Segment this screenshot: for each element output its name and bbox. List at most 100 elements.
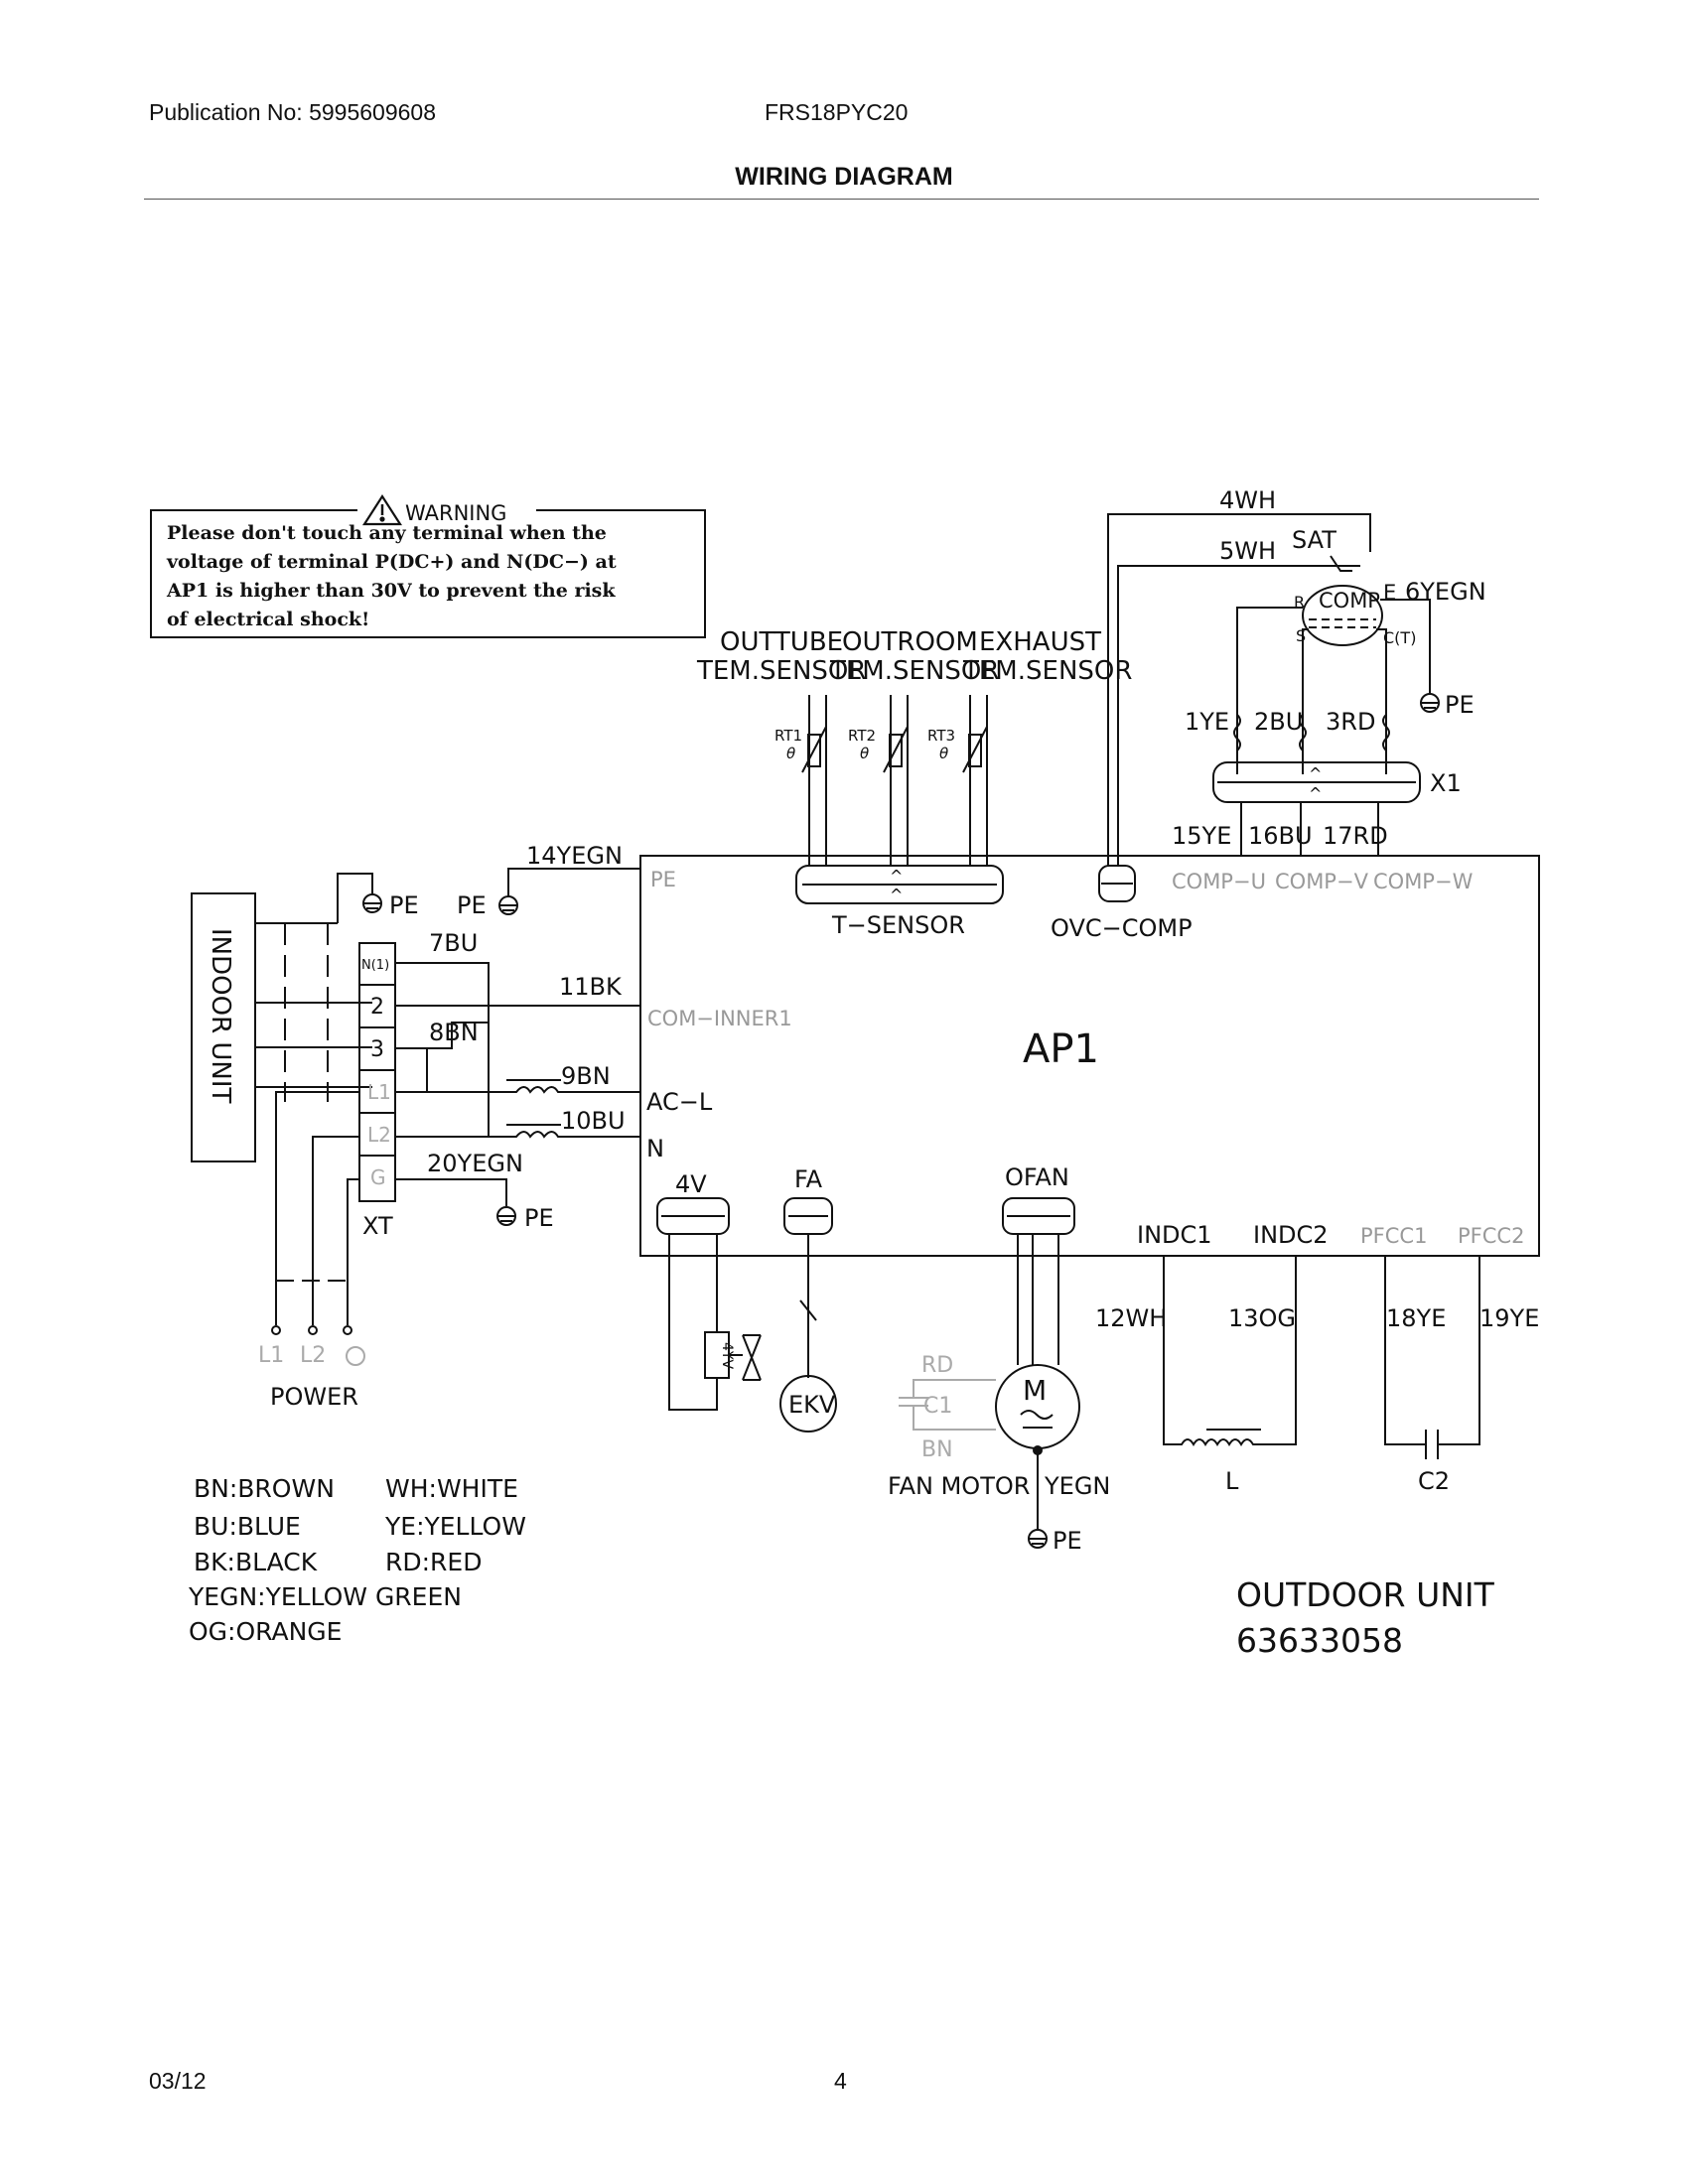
port-indc2: INDC2 (1253, 1221, 1329, 1249)
pe-label-2: PE (457, 891, 487, 919)
x1-label: X1 (1430, 769, 1462, 797)
port-indc1: INDC1 (1137, 1221, 1212, 1249)
comp-label: COMP (1319, 589, 1380, 613)
wire-16bu: 16BU (1248, 822, 1313, 850)
sat-label: SAT (1292, 526, 1336, 554)
port-com-inner1: COM−INNER1 (647, 1007, 792, 1030)
wire-11bk: 11BK (559, 973, 623, 1001)
wire-rd: RD (921, 1353, 953, 1378)
port-comp-w: COMP−W (1373, 870, 1474, 893)
port-comp-v: COMP−V (1275, 870, 1369, 893)
ground-icon (346, 1346, 365, 1366)
color-legend: BN:BROWN WH:WHITE BU:BLUE YE:YELLOW BK:B… (188, 1474, 526, 1646)
xt-terminal-block: N(1) 2 3 L1 L2 G XT PE 7BU 11BK 8BN 9BN … (271, 929, 640, 1335)
terminal-2: 2 (370, 995, 384, 1020)
outdoor-title: OUTDOOR UNIT (1236, 1575, 1495, 1614)
port-fa: FA (794, 1165, 823, 1193)
exhaust-sub: TEM.SENSOR (962, 656, 1132, 686)
header-rule (144, 199, 1539, 200)
compressor: COMP R S C(T) E 6YEGN PE 1YE 2BU 3RD ^ ^… (1172, 578, 1486, 856)
wire-13og: 13OG (1228, 1304, 1296, 1332)
comp-s: S (1296, 626, 1306, 645)
wire-bn: BN (921, 1437, 953, 1462)
comp-r: R (1294, 593, 1305, 612)
terminal-l1: L1 (367, 1080, 391, 1104)
legend-rd: RD:RED (385, 1548, 482, 1576)
outroom-sub: TEM.SENSOR (829, 656, 999, 686)
model-number: FRS18PYC20 (765, 99, 909, 125)
reactor-l: 12WH 13OG L (1095, 1256, 1297, 1495)
power-source: L1 L2 POWER (258, 1343, 365, 1411)
power-label: POWER (270, 1383, 358, 1411)
warning-line: AP1 is higher than 30V to prevent the ri… (167, 580, 616, 602)
port-pfcc2: PFCC2 (1458, 1224, 1524, 1248)
warning-line: of electrical shock! (167, 609, 370, 630)
outtube-label: OUTTUBE (720, 627, 843, 657)
sensor-rt3: RT3 θ (927, 695, 988, 866)
warning-line: voltage of terminal P(DC+) and N(DC−) at (167, 551, 617, 573)
port-ofan: OFAN (1005, 1163, 1069, 1191)
ovc-comp: OVC−COMP 4WH 5WH SAT (1051, 486, 1371, 942)
rt1-label: RT1 (774, 727, 802, 745)
indoor-unit: INDOOR UNIT PE PE 14YEGN (191, 842, 640, 1162)
svg-text:^: ^ (890, 867, 903, 886)
wire-14yegn: 14YEGN (526, 842, 623, 870)
warning-line: Please don't touch any terminal when the (167, 522, 607, 544)
port-pfcc1: PFCC1 (1360, 1224, 1427, 1248)
svg-text:^: ^ (1309, 764, 1322, 783)
wire-17rd: 17RD (1323, 822, 1388, 850)
legend-bk: BK:BLACK (194, 1548, 318, 1576)
svg-text:^: ^ (1309, 784, 1322, 803)
port-comp-u: COMP−U (1172, 870, 1266, 893)
exhaust-label: EXHAUST (979, 627, 1101, 657)
reactor-label: L (1225, 1467, 1239, 1495)
legend-bu: BU:BLUE (194, 1512, 301, 1541)
power-l1: L1 (258, 1343, 284, 1368)
four-yv-label: 4YV (719, 1342, 735, 1369)
xt-pe: PE (524, 1204, 554, 1232)
svg-text:^: ^ (890, 886, 903, 904)
wire-2bu: 2BU (1254, 708, 1303, 736)
expansion-valve: FA EKV (779, 1165, 837, 1433)
wire-9bn: 9BN (561, 1062, 611, 1090)
theta-icon: θ (786, 745, 795, 762)
publication-number: Publication No: 5995609608 (149, 99, 437, 125)
four-way-valve: 4V 4YV (656, 1170, 762, 1411)
c1-label: C1 (923, 1394, 952, 1419)
ap1-label: AP1 (1023, 1026, 1099, 1072)
sensor-rt1: RT1 θ (774, 695, 827, 866)
wire-8bn: 8BN (429, 1019, 479, 1046)
outdoor-part: 63633058 (1236, 1621, 1403, 1660)
wire-15ye: 15YE (1172, 822, 1231, 850)
warning-box: WARNING (150, 493, 706, 638)
power-l2: L2 (300, 1343, 326, 1368)
wire-6yegn: 6YEGN (1405, 578, 1486, 606)
wire-1ye: 1YE (1185, 708, 1229, 736)
warning-icon (361, 493, 403, 526)
wire-3rd: 3RD (1326, 708, 1375, 736)
theta-icon: θ (860, 745, 869, 762)
wire-18ye: 18YE (1386, 1304, 1446, 1332)
motor-m-label: M (1023, 1374, 1047, 1407)
wire-20yegn: 20YEGN (427, 1150, 523, 1177)
legend-wh: WH:WHITE (385, 1474, 518, 1503)
theta-icon: θ (939, 745, 948, 762)
ekv-label: EKV (788, 1391, 836, 1419)
port-pe: PE (650, 868, 676, 891)
terminal-g: G (370, 1165, 386, 1189)
ovc-comp-label: OVC−COMP (1051, 914, 1193, 942)
comp-e: E (1383, 581, 1396, 605)
wire-yegn: YEGN (1044, 1472, 1110, 1500)
pe-label-1: PE (389, 891, 419, 919)
wire-10bu: 10BU (561, 1107, 626, 1135)
indoor-unit-label: INDOOR UNIT (206, 928, 235, 1104)
wire-19ye: 19YE (1479, 1304, 1539, 1332)
outroom-label: OUTROOM (842, 627, 978, 657)
legend-yegn: YEGN:YELLOW GREEN (188, 1582, 462, 1611)
terminal-l2: L2 (367, 1123, 391, 1147)
outtube-sub: TEM.SENSOR (696, 656, 866, 686)
footer-date: 03/12 (149, 2068, 207, 2094)
motor-pe: PE (1053, 1527, 1082, 1555)
fan-motor: OFAN M PE YEGN FAN MOTOR RD C1 BN (888, 1163, 1110, 1555)
sensor-labels: OUTTUBE TEM.SENSOR OUTROOM TEM.SENSOR EX… (696, 627, 1132, 686)
